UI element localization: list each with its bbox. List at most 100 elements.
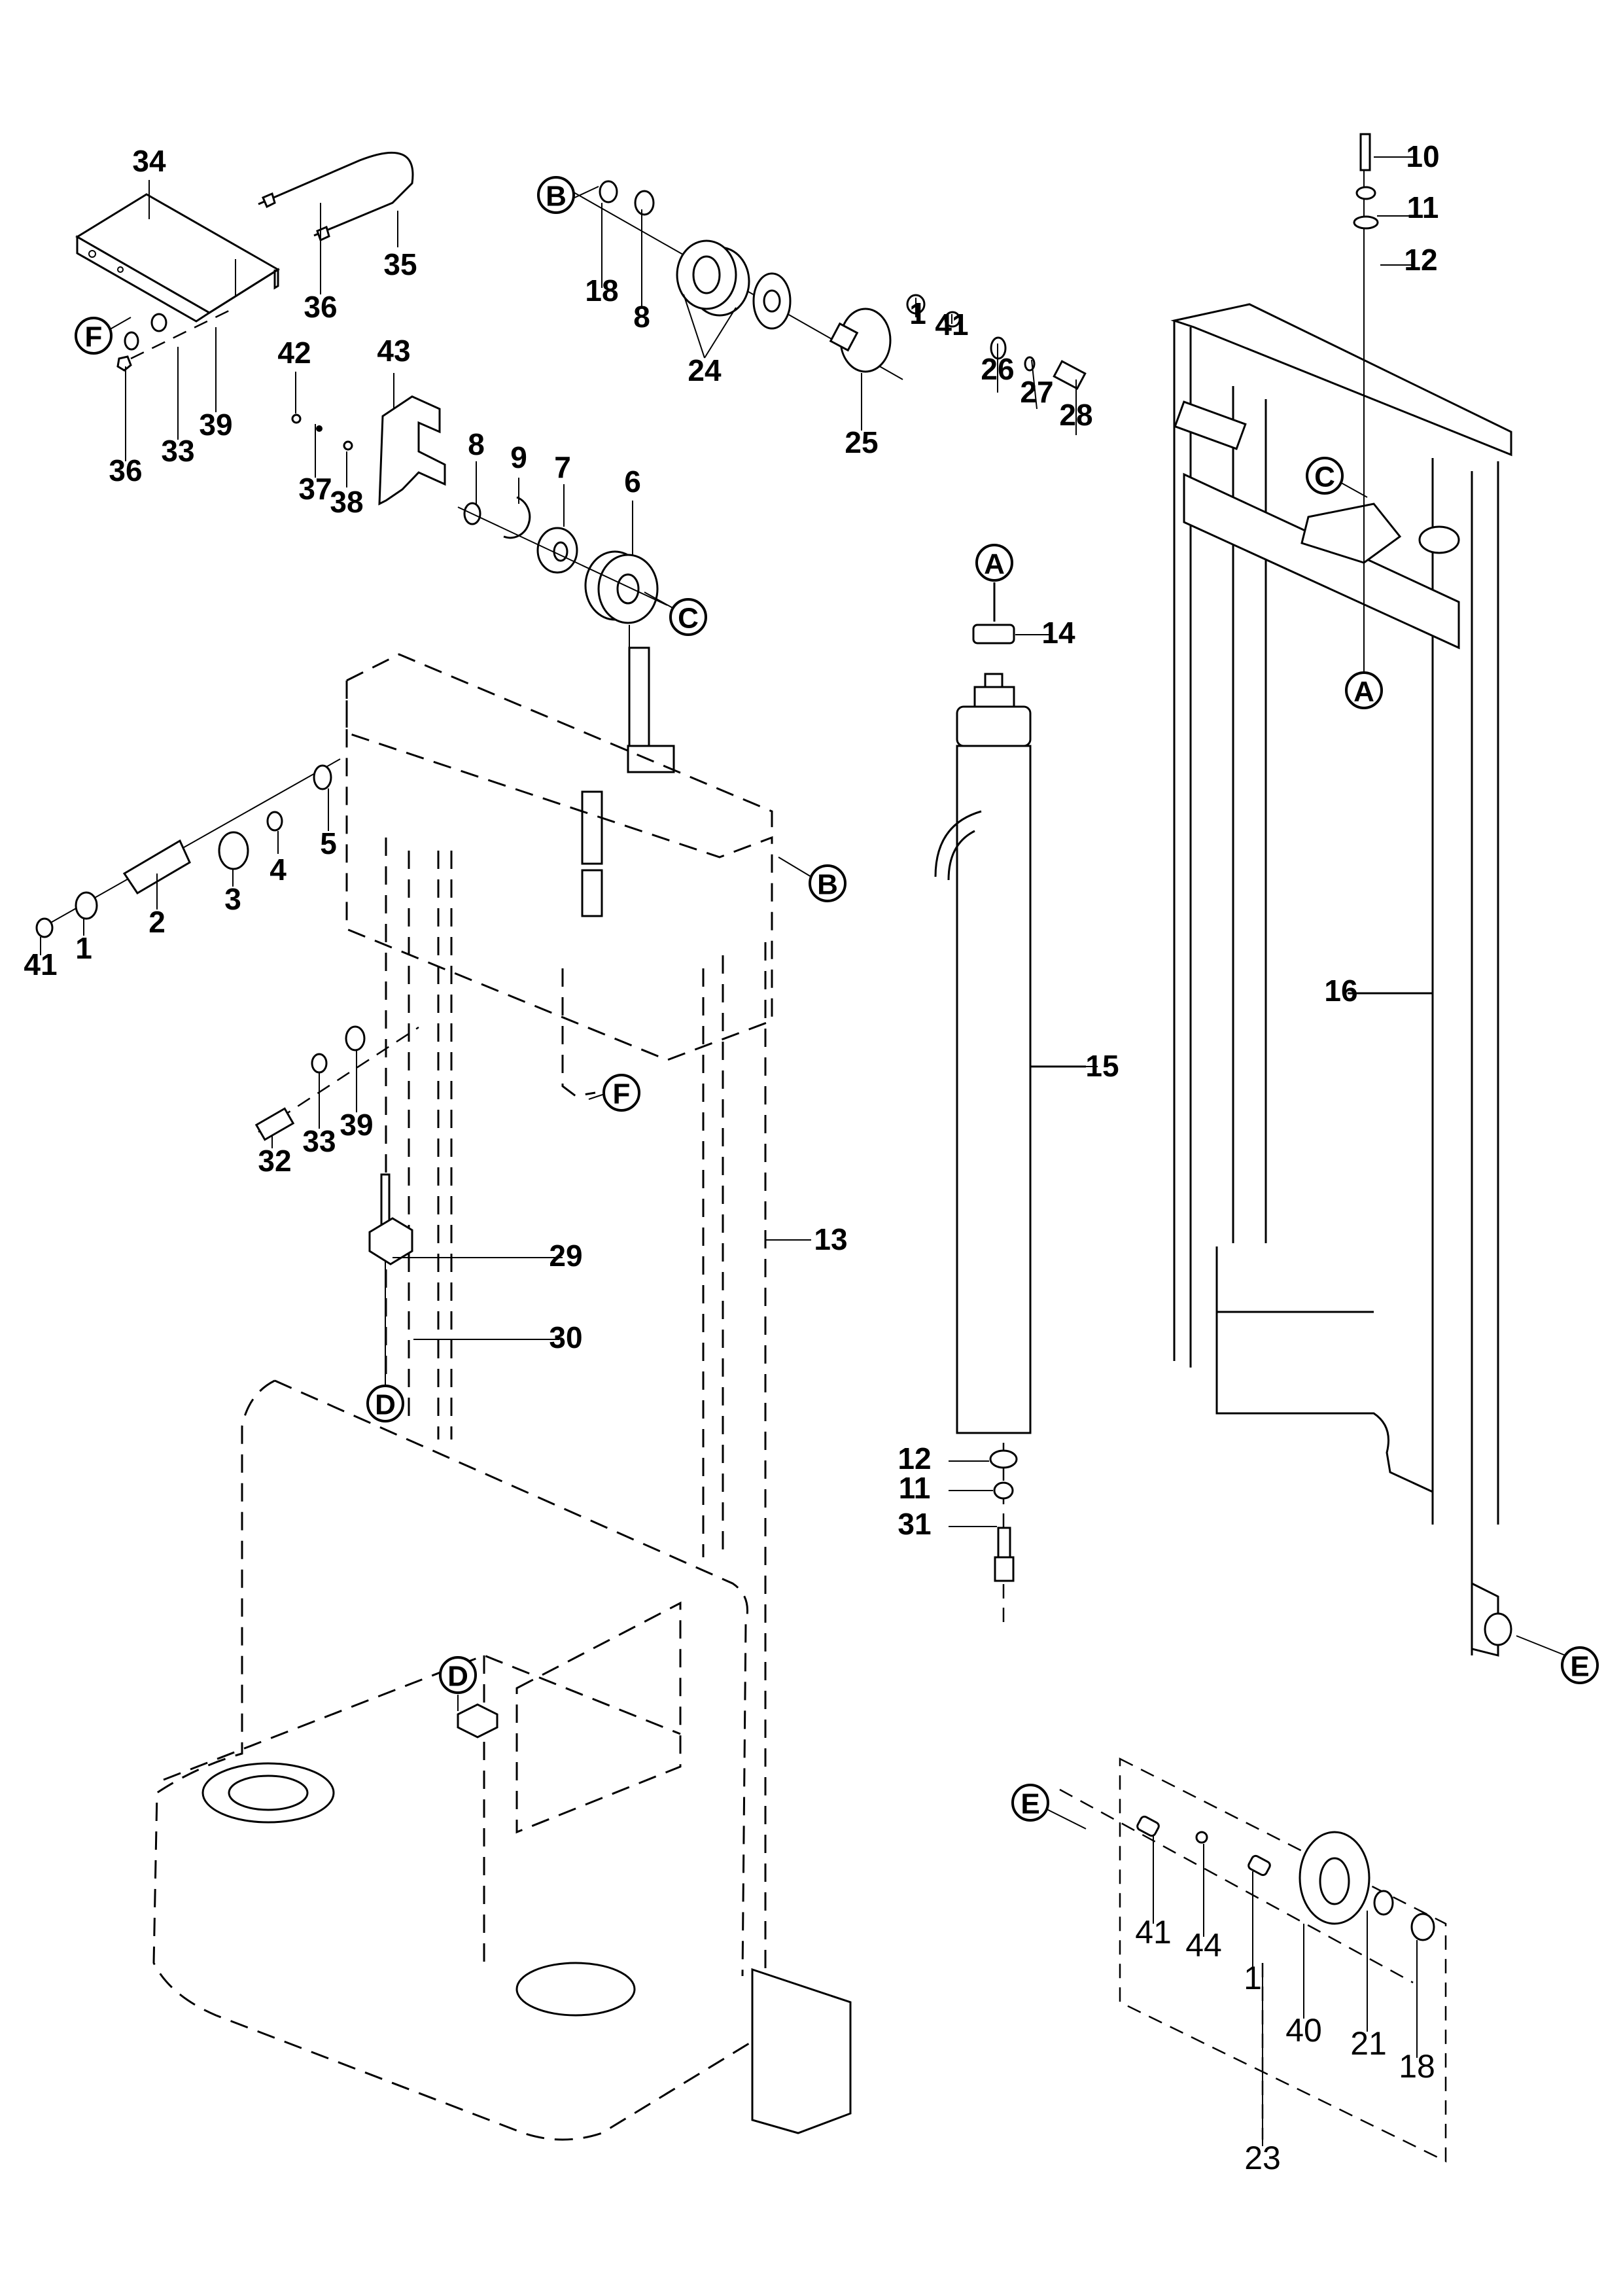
callout-label: 12 bbox=[898, 1441, 931, 1475]
block-30-screw-29 bbox=[368, 1173, 413, 1394]
callout-11: 11 bbox=[899, 1471, 993, 1505]
sheave-stack bbox=[457, 496, 668, 624]
reference-circle bbox=[975, 544, 1013, 582]
callout-18: 18 bbox=[585, 203, 619, 308]
callout-label: 3 bbox=[224, 882, 241, 916]
callout-label: 29 bbox=[549, 1239, 582, 1273]
callout-label: 18 bbox=[585, 274, 618, 308]
callout-label: 26 bbox=[981, 352, 1014, 386]
callout-label: 1 bbox=[1244, 1960, 1262, 1996]
callout-2: 2 bbox=[148, 874, 166, 939]
callout-32: 32 bbox=[258, 1135, 292, 1178]
callout-24: 24 bbox=[683, 294, 737, 387]
callout-label: 44 bbox=[1185, 1927, 1222, 1964]
callout-label: 27 bbox=[1020, 375, 1053, 409]
reference-circle bbox=[1345, 671, 1383, 709]
callout-label: 42 bbox=[277, 336, 311, 370]
callout-label: 41 bbox=[24, 947, 57, 981]
chassis bbox=[152, 1379, 852, 2141]
callout-label: 12 bbox=[1404, 243, 1437, 277]
callout-label: 18 bbox=[1399, 2048, 1435, 2085]
callout-41: 41 bbox=[24, 937, 58, 981]
callout-34: 34 bbox=[132, 144, 166, 219]
callout-label: 24 bbox=[688, 353, 722, 387]
callout-30: 30 bbox=[413, 1320, 583, 1354]
callout-label: 32 bbox=[258, 1144, 291, 1178]
reference-circle bbox=[537, 176, 575, 214]
callout-35: 35 bbox=[383, 211, 417, 281]
callout-12: 12 bbox=[898, 1441, 989, 1475]
u-bolt-35 bbox=[258, 151, 414, 242]
callout-44: 44 bbox=[1185, 1844, 1222, 1964]
reference-marker-b: B bbox=[537, 176, 599, 214]
callout-label: 41 bbox=[935, 308, 968, 342]
callout-label: 37 bbox=[298, 472, 332, 506]
reference-marker-a: A bbox=[1345, 661, 1383, 709]
callout-label: 5 bbox=[320, 826, 337, 860]
callout-label: 31 bbox=[898, 1507, 931, 1541]
callout-label: 30 bbox=[549, 1320, 582, 1354]
reference-leader bbox=[1046, 1809, 1087, 1829]
callout-label: 14 bbox=[1041, 616, 1075, 650]
reference-leader bbox=[570, 186, 599, 200]
callout-28: 28 bbox=[1059, 380, 1093, 435]
reference-letter: D bbox=[375, 1389, 396, 1421]
reference-circle bbox=[809, 864, 846, 902]
callout-label: 33 bbox=[161, 434, 194, 468]
reference-circle bbox=[75, 317, 113, 355]
callout-label: 13 bbox=[814, 1222, 847, 1256]
callout-16: 16 bbox=[1324, 974, 1429, 1008]
reference-leader bbox=[107, 317, 131, 331]
callout-label: 8 bbox=[633, 300, 650, 334]
reference-marker-b: B bbox=[778, 857, 846, 902]
outer-mast-frame-13 bbox=[345, 653, 811, 1969]
callout-1: 1 bbox=[75, 919, 92, 965]
callout-label: 23 bbox=[1244, 2140, 1281, 2176]
callout-label: 15 bbox=[1085, 1049, 1119, 1083]
reference-circle bbox=[366, 1385, 404, 1422]
callout-label: 7 bbox=[554, 450, 571, 484]
callout-25: 25 bbox=[845, 373, 879, 459]
callout-label: 4 bbox=[270, 853, 287, 887]
callout-8: 8 bbox=[633, 209, 650, 334]
callout-36: 36 bbox=[304, 203, 338, 324]
callout-31: 31 bbox=[898, 1507, 997, 1541]
callout-label: 35 bbox=[383, 247, 417, 281]
callout-27: 27 bbox=[1020, 359, 1054, 410]
leader-line bbox=[683, 294, 705, 359]
reference-marker-e: E bbox=[1011, 1784, 1087, 1829]
callout-8: 8 bbox=[468, 427, 485, 504]
reference-marker-c: C bbox=[644, 592, 707, 636]
callout-label: 6 bbox=[624, 465, 641, 499]
callout-label: 16 bbox=[1324, 974, 1357, 1008]
callout-41: 41 bbox=[1135, 1835, 1172, 1951]
callout-label: 40 bbox=[1285, 2012, 1322, 2049]
callout-12: 12 bbox=[1380, 243, 1438, 277]
reference-marker-f: F bbox=[588, 1074, 640, 1112]
callout-label: 38 bbox=[330, 485, 363, 519]
callout-label: 1 bbox=[909, 296, 926, 330]
reference-leader bbox=[644, 592, 674, 609]
callout-label: 10 bbox=[1406, 139, 1439, 173]
callout-36: 36 bbox=[109, 366, 143, 487]
reference-letter: E bbox=[1570, 1651, 1589, 1683]
reference-leader bbox=[778, 857, 812, 877]
reference-marker-c: C bbox=[1306, 457, 1368, 498]
callout-5: 5 bbox=[320, 788, 337, 860]
callout-label: 1 bbox=[75, 931, 92, 965]
reference-letter: A bbox=[984, 548, 1005, 580]
callout-33: 33 bbox=[302, 1073, 336, 1158]
reference-letter: B bbox=[546, 181, 567, 213]
callout-label: 34 bbox=[132, 144, 166, 178]
callout-label: 43 bbox=[377, 334, 410, 368]
hardware-36-33-39 bbox=[116, 306, 236, 372]
callout-1: 1 bbox=[1244, 1871, 1262, 1996]
reference-marker-f: F bbox=[75, 317, 131, 355]
callout-1: 1 bbox=[909, 296, 926, 330]
reference-letter: C bbox=[1314, 461, 1335, 493]
reference-leader bbox=[1516, 1635, 1566, 1656]
reference-marker-a: A bbox=[975, 544, 1013, 582]
reference-circle bbox=[602, 1074, 640, 1112]
reference-circle bbox=[1561, 1646, 1599, 1684]
